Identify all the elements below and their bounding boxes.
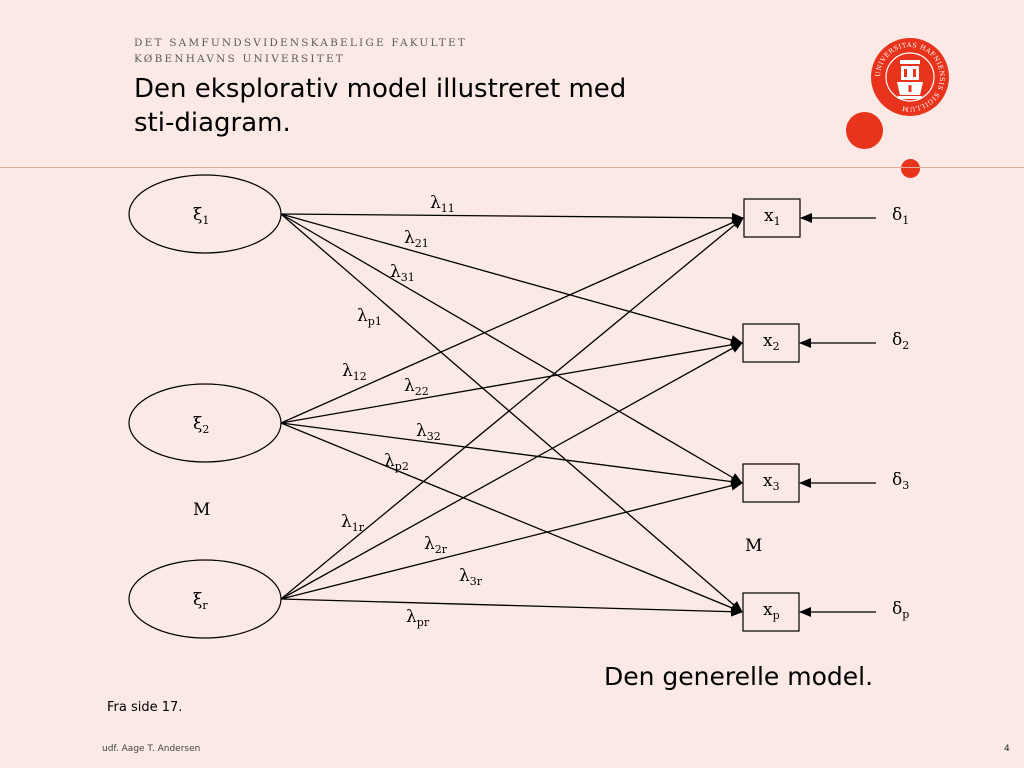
decorative-dot-large	[846, 112, 883, 149]
latent-ellipsis-symbol: M	[193, 500, 210, 520]
header-divider	[0, 167, 1024, 168]
loading-path-32	[280, 422, 743, 487]
loading-path-2r	[280, 342, 743, 600]
loading-path-31	[280, 213, 743, 484]
loading-label-21: λ21	[404, 228, 429, 250]
loading-path-p2	[280, 422, 743, 613]
faculty-name: DET SAMFUNDSVIDENSKABELIGE FAKULTET	[134, 37, 468, 49]
error-term-label-2: δ2	[892, 330, 909, 352]
loading-label-2r: λ2r	[424, 534, 448, 556]
error-term-label-1: δ1	[892, 205, 909, 227]
decorative-dot-small	[901, 159, 920, 178]
loading-label-1r: λ1r	[341, 512, 365, 534]
loading-path-22	[280, 339, 743, 424]
indicator-ellipsis-symbol: M	[745, 536, 762, 556]
latent-factor-label-r: ξr	[193, 590, 208, 612]
model-caption: Den generelle model.	[604, 662, 874, 691]
indicator-label-2: x2	[763, 331, 780, 353]
loading-label-12: λ12	[342, 361, 367, 383]
slide-title: Den eksplorativ model illustreret med st…	[134, 72, 734, 140]
loading-label-p2: λp2	[384, 451, 409, 473]
loading-label-22: λ22	[404, 376, 429, 398]
latent-factor-1	[128, 174, 282, 254]
slide-title-line-1: Den eksplorativ model illustreret med	[134, 74, 627, 104]
loading-label-32: λ32	[416, 421, 441, 443]
error-term-label-p: δp	[892, 599, 909, 621]
indicator-label-1: x1	[764, 206, 781, 228]
loading-path-3r	[280, 480, 743, 600]
loading-label-11: λ11	[430, 193, 455, 215]
loading-path-11	[280, 212, 744, 223]
loading-path-pr	[280, 598, 743, 617]
loading-label-p1: λp1	[357, 306, 382, 328]
indicator-label-3: x3	[763, 471, 780, 493]
faculty-header: DET SAMFUNDSVIDENSKABELIGE FAKULTET KØBE…	[134, 35, 467, 67]
latent-factor-2	[128, 383, 282, 463]
loading-label-pr: λpr	[406, 607, 430, 629]
indicator-label-p: xp	[763, 600, 780, 622]
indicator-box-3	[742, 463, 800, 503]
university-name: KØBENHAVNS UNIVERSITET	[134, 53, 346, 65]
loading-path-1r	[280, 217, 744, 600]
loading-label-31: λ31	[390, 262, 415, 284]
indicator-box-2	[742, 323, 800, 363]
page-number: 4	[1004, 744, 1010, 754]
latent-factor-label-2: ξ2	[193, 414, 209, 436]
loading-label-3r: λ3r	[459, 566, 483, 588]
indicator-box-1	[743, 198, 801, 238]
loading-path-12	[280, 217, 744, 424]
indicator-box-p	[742, 592, 800, 632]
source-note: Fra side 17.	[107, 700, 183, 715]
loading-path-p1	[280, 213, 743, 613]
footer-author: udf. Aage T. Andersen	[102, 744, 201, 754]
latent-factor-label-1: ξ1	[193, 205, 209, 227]
error-term-label-3: δ3	[892, 470, 909, 492]
university-seal-icon: UNIVERSITAS HAFNIENSIS SIGILLUM	[871, 38, 949, 116]
slide-title-line-2: sti-diagram.	[134, 108, 291, 138]
loading-path-21	[280, 213, 743, 345]
latent-factor-r	[128, 559, 282, 639]
